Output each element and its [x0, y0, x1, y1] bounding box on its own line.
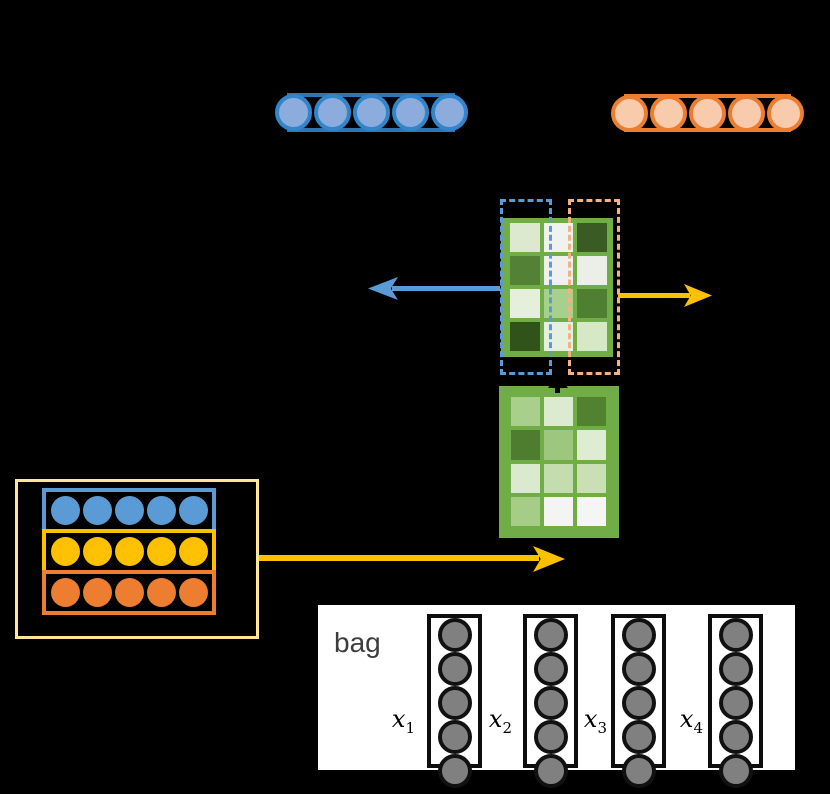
vector-dot [313, 94, 351, 131]
vector-dot [114, 578, 144, 607]
instance-vector-3 [611, 614, 666, 788]
vector-dot [728, 94, 765, 132]
group-vector-blue [42, 488, 216, 533]
matrix-cell [511, 397, 540, 427]
matrix-cell [510, 223, 540, 252]
vector-dot [718, 720, 753, 754]
group-vector-yellow [42, 529, 216, 574]
vector-dot [114, 496, 144, 525]
group-vector-orange [42, 570, 216, 615]
vector-dot [146, 578, 176, 607]
matrix-cell [577, 496, 606, 526]
vector-dot [82, 578, 112, 607]
matrix-cell [577, 256, 607, 285]
instance-label-x3: x3 [583, 705, 607, 737]
instance-vector-1 [427, 614, 482, 788]
matrix-cell [510, 256, 540, 285]
vector-dot [178, 537, 208, 566]
vector-dot [718, 652, 753, 686]
matrix-cell [510, 322, 540, 351]
instance-vector-4 [708, 614, 763, 788]
vector-dot [430, 94, 468, 131]
vector-dot [621, 686, 656, 720]
vector-dot [437, 686, 472, 720]
up-arrow-stem [555, 386, 560, 393]
vector-dot [611, 94, 648, 132]
vector-dot [391, 94, 429, 131]
vector-dot [621, 754, 656, 788]
vector-dot [82, 496, 112, 525]
orange-dashed-column-selector [568, 199, 620, 375]
lower-attention-matrix [499, 386, 619, 538]
upper-attention-matrix [501, 218, 613, 357]
vector-dot [437, 618, 472, 652]
blue-arrow-line [392, 286, 500, 291]
vector-dot [437, 720, 472, 754]
yellow-arrow-line [618, 293, 690, 298]
matrix-cell [510, 289, 540, 318]
vector-dot [352, 94, 390, 131]
matrix-cell [577, 322, 607, 351]
matrix-cell [577, 463, 606, 493]
vector-dot [114, 537, 144, 566]
vector-dot [50, 578, 80, 607]
up-arrow-icon [548, 374, 568, 388]
vector-dot [533, 686, 568, 720]
bag-label: bag [334, 627, 381, 658]
vector-dot [650, 94, 687, 132]
grouped-vectors-box [15, 479, 259, 639]
vector-dot [533, 618, 568, 652]
vector-dot [533, 754, 568, 788]
vector-dot [767, 94, 804, 132]
instance-label-x1: x1 [391, 705, 415, 737]
matrix-cell [544, 430, 573, 460]
matrix-cell [577, 223, 607, 252]
matrix-cell [544, 397, 573, 427]
vector-dot [274, 94, 312, 131]
vector-dot [50, 537, 80, 566]
vector-dot [437, 652, 472, 686]
connector-arrow-line [259, 555, 539, 561]
vector-dot [146, 537, 176, 566]
blue-dashed-column-selector [500, 199, 552, 375]
vector-dot [621, 652, 656, 686]
instance-label-x4: x4 [679, 705, 703, 737]
vector-dot [689, 94, 726, 132]
bag-panel: bag x1 x2 x3 x4 [318, 605, 795, 788]
matrix-cell [544, 463, 573, 493]
orange-feature-vector [611, 94, 804, 132]
vector-dot [533, 652, 568, 686]
instance-vector-2 [523, 614, 578, 788]
vector-dot [718, 754, 753, 788]
vector-dot [146, 496, 176, 525]
vector-dot [718, 618, 753, 652]
vector-dot [82, 537, 112, 566]
vector-dot [178, 578, 208, 607]
matrix-cell [577, 430, 606, 460]
vector-dot [621, 720, 656, 754]
matrix-cell [511, 496, 540, 526]
blue-feature-vector [274, 93, 468, 132]
matrix-cell [577, 289, 607, 318]
vector-dot [718, 686, 753, 720]
matrix-cell [544, 496, 573, 526]
vector-dot [533, 720, 568, 754]
vector-dot [50, 496, 80, 525]
vector-dot [178, 496, 208, 525]
matrix-cell [511, 430, 540, 460]
matrix-cell [511, 463, 540, 493]
matrix-cell [577, 397, 606, 427]
vector-dot [437, 754, 472, 788]
instance-label-x2: x2 [488, 705, 512, 737]
vector-dot [621, 618, 656, 652]
